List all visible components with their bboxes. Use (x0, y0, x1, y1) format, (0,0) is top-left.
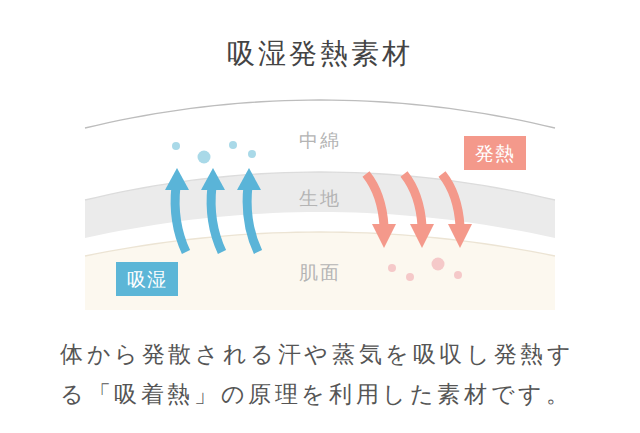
skin-band: 肌面 吸湿 (85, 232, 555, 312)
moisture-arrow (247, 186, 258, 252)
band-fill (85, 232, 555, 310)
heat-arrows (366, 174, 460, 226)
vapor-dot (248, 150, 256, 158)
vapor-dot (172, 142, 180, 150)
band-edge (85, 100, 555, 128)
heat-arrow (442, 174, 460, 226)
band-fill (85, 172, 555, 238)
arrowhead (237, 168, 261, 190)
moisture-arrow (211, 186, 222, 252)
callout-label: 発熱 (475, 141, 515, 165)
layer-label: 中綿 (299, 128, 341, 152)
arrowhead (201, 168, 225, 190)
heat-dots (388, 258, 462, 282)
heat-arrow (404, 174, 422, 226)
arrowhead (448, 224, 472, 248)
moisture-arrowheads (165, 168, 261, 190)
vapor-dots (172, 141, 256, 164)
callout-label: 吸湿 (127, 267, 167, 291)
vapor-dot (198, 151, 211, 164)
heat-arrow (366, 174, 384, 226)
arrowhead (165, 168, 189, 190)
fabric-band: 生地 (85, 172, 555, 238)
heat-dot (406, 273, 414, 281)
diagram-caption: 体から発散される汗や蒸気を吸収し発熱する「吸着熱」の原理を利用した素材です。 (60, 334, 588, 414)
moisture-label-box: 吸湿 (116, 262, 178, 296)
heat-label-box: 発熱 (464, 136, 526, 170)
layer-label: 生地 (299, 186, 341, 210)
band-edge (85, 232, 555, 256)
heat-dot (432, 258, 445, 271)
heat-arrowheads (372, 224, 472, 248)
moisture-arrow (175, 186, 186, 252)
heat-dot (388, 264, 396, 272)
arrowhead (410, 224, 434, 248)
arrowhead (372, 224, 396, 248)
moisture-arrows (175, 186, 258, 252)
layer-label: 肌面 (299, 260, 341, 284)
heat-dot (454, 271, 462, 279)
diagram-title: 吸湿発熱素材 (0, 36, 640, 72)
vapor-dot (229, 141, 237, 149)
